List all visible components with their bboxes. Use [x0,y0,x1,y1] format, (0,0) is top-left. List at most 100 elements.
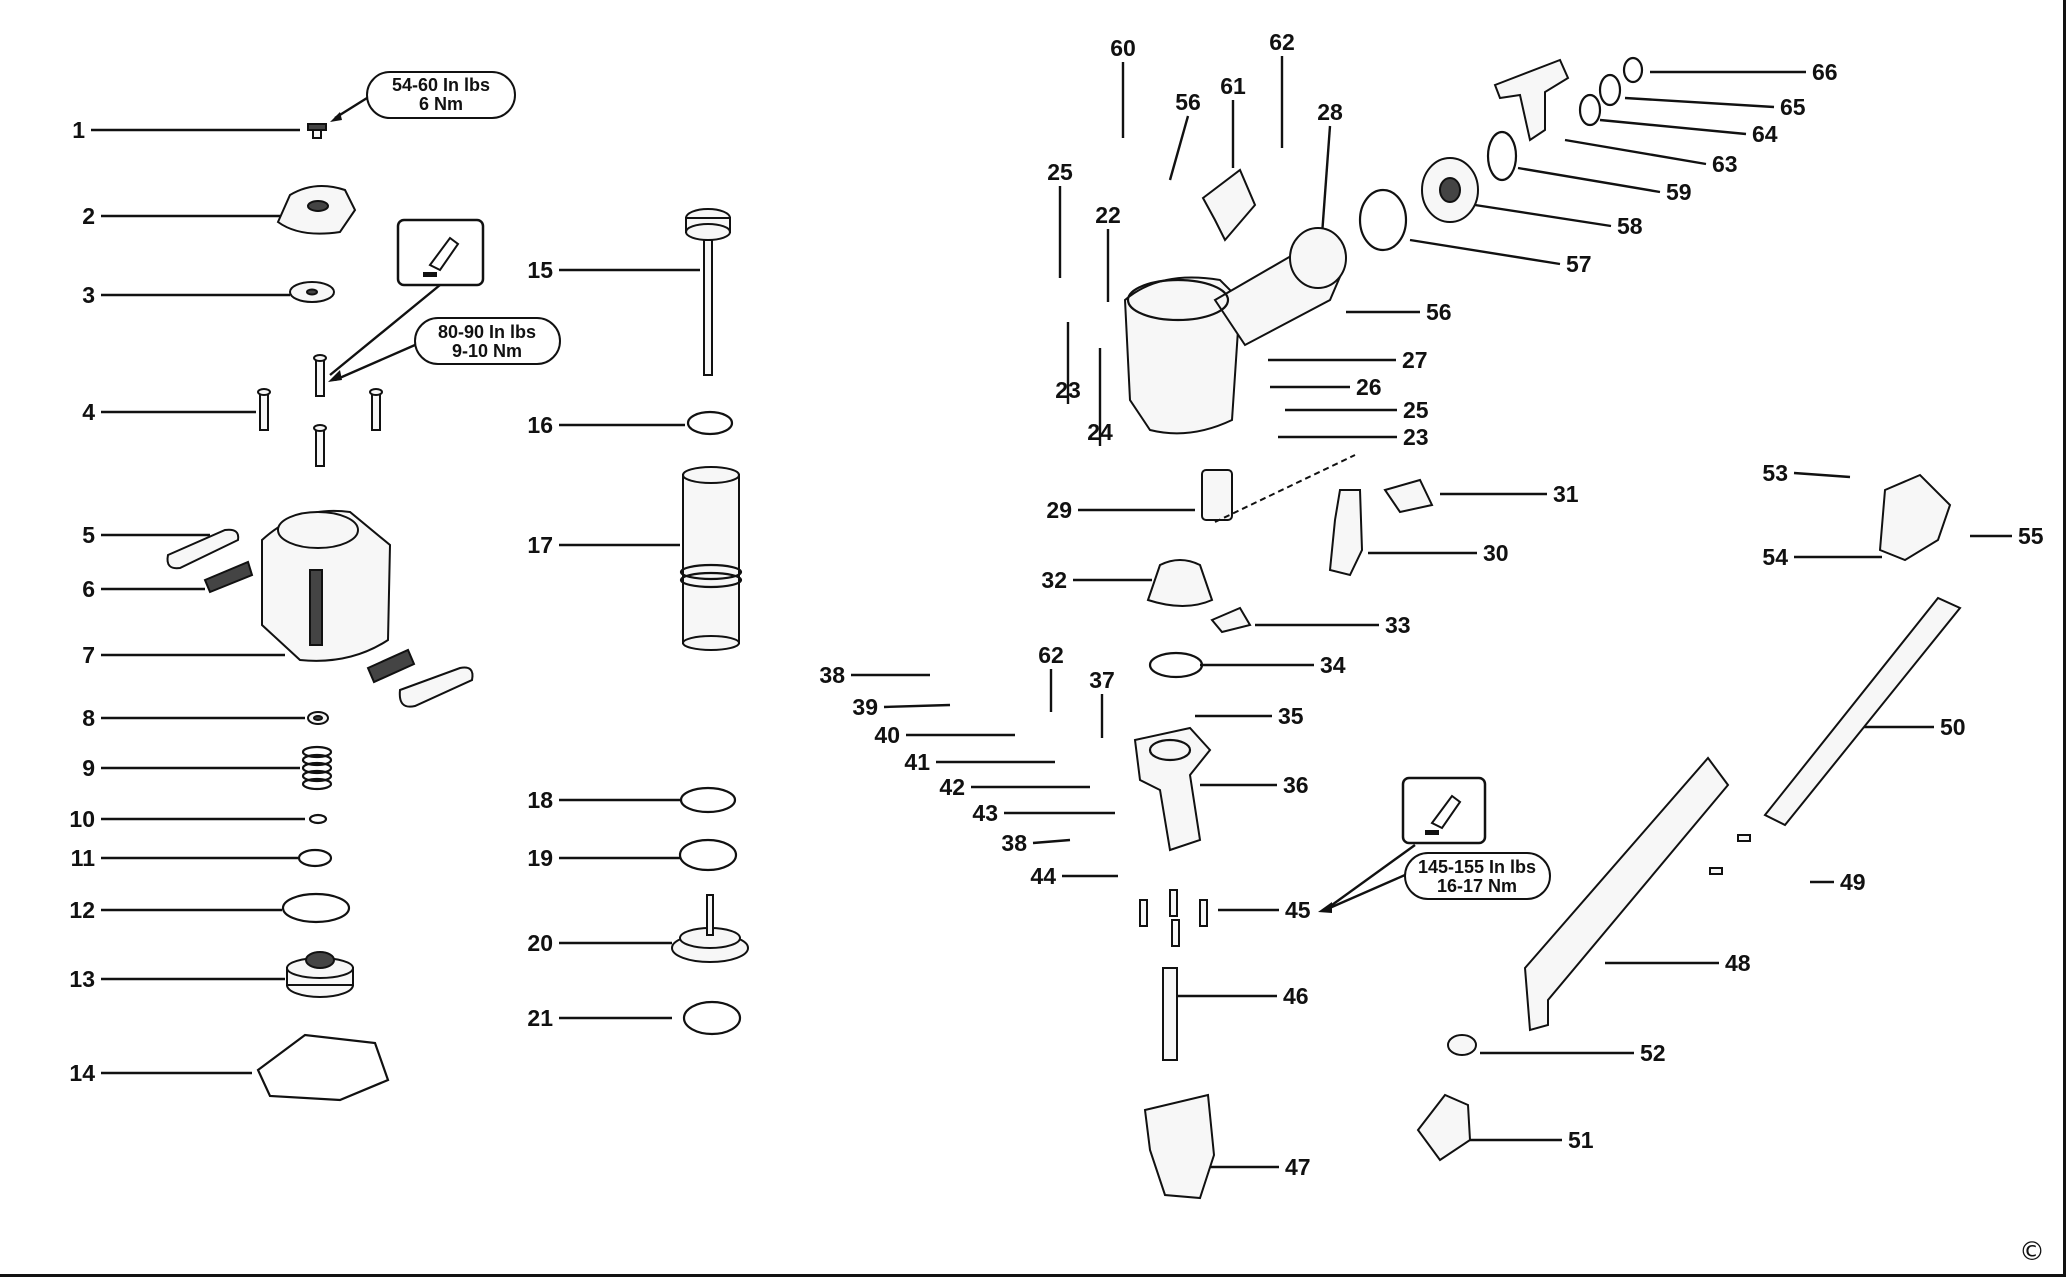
part-6-pad [203,560,254,594]
part-label-38: 38 [1001,830,1027,856]
part-21-oring [682,1000,742,1036]
part-17-cylinder [679,466,743,651]
part-label-35: 35 [1278,703,1304,729]
part-20-bumper-seat [671,894,749,963]
part-label-13: 13 [69,966,95,992]
part-48-magazine [1523,756,1730,1032]
leader-line-65 [1624,96,1775,109]
part-label-21: 21 [527,1005,553,1031]
leader-line-28 [1320,125,1332,236]
part-16-oring [686,410,734,436]
leader-line-56 [1168,115,1190,181]
part-label-40: 40 [874,722,900,748]
part-label-56: 56 [1175,89,1201,115]
part-label-27: 27 [1402,347,1428,373]
part-58-cap [1421,157,1479,223]
leader-line-59 [1517,166,1661,194]
leader-line-38 [1032,838,1071,845]
part-1-screw [307,123,327,139]
part-label-63: 63 [1712,151,1738,177]
part-9-spring [301,745,333,791]
part-label-55: 55 [2018,523,2044,549]
part-4-screws [257,354,383,467]
torque-1-line1: 54-60 In lbs [392,75,490,95]
part-label-46: 46 [1283,983,1309,1009]
part-labels: 1234567891011121314151617181920212225232… [69,29,2043,1180]
part-label-20: 20 [527,930,553,956]
part-label-31: 31 [1553,481,1579,507]
leader-lines [91,56,2012,1169]
part-13-piston [286,951,354,998]
part-label-32: 32 [1041,567,1067,593]
part-label-2: 2 [82,203,95,229]
part-label-37: 37 [1089,667,1115,693]
part-label-65: 65 [1780,94,1806,120]
leader-line-39 [883,703,951,709]
torque-bubble-3: 145-155 In lbs 16-17 Nm [1318,844,1551,913]
part-29-valve [1201,454,1356,523]
part-label-11: 11 [71,845,96,871]
part-31-lever [1383,478,1434,514]
leader-line-57 [1409,238,1561,266]
part-label-16: 16 [527,412,553,438]
part-label-7: 7 [82,642,95,668]
torque-1-line2: 6 Nm [419,94,463,114]
part-label-51: 51 [1568,1127,1594,1153]
thread-locker-icon-1 [396,218,485,287]
part-59-plate [1486,130,1518,182]
part-10-washer [308,813,328,825]
part-label-3: 3 [82,282,95,308]
part-30-trigger [1328,489,1364,577]
part-label-50: 50 [1940,714,1966,740]
part-label-6: 6 [82,576,95,602]
part-label-18: 18 [527,787,553,813]
torque-bubble-1: 54-60 In lbs 6 Nm [330,71,516,122]
part-label-48: 48 [1725,950,1751,976]
leader-line-58 [1474,203,1612,228]
part-label-66: 66 [1812,59,1838,85]
part-label-5: 5 [82,522,95,548]
part-19-oring [678,838,738,872]
part-label-57: 57 [1566,251,1592,277]
part-label-38: 38 [819,662,845,688]
part-54-end-cap [1878,473,1952,562]
part-label-23: 23 [1403,424,1429,450]
part-label-34: 34 [1320,652,1346,678]
part-28-housing [1123,227,1347,435]
part-label-58: 58 [1617,213,1643,239]
part-label-62: 62 [1038,642,1064,668]
part-label-19: 19 [527,845,553,871]
part-7-side-pads [366,648,474,708]
part-11-oring [297,848,333,868]
part-label-56: 56 [1426,299,1452,325]
part-label-47: 47 [1285,1154,1311,1180]
part-label-33: 33 [1385,612,1411,638]
part-33-clip [1210,606,1252,634]
part-label-29: 29 [1046,497,1072,523]
part-46-driver-guide [1162,967,1178,1061]
part-label-49: 49 [1840,869,1866,895]
part-12-oring [281,892,351,924]
part-label-25: 25 [1403,397,1429,423]
copyright-mark: © [2019,1237,2045,1267]
part-50-rail [1763,596,1962,827]
part-label-1: 1 [72,117,85,143]
part-label-54: 54 [1762,544,1788,570]
part-label-59: 59 [1666,179,1692,205]
leader-line-64 [1599,118,1747,136]
part-52-clip [1447,1034,1477,1056]
part-label-8: 8 [82,705,95,731]
part-36-nose [1133,726,1212,852]
thread-locker-icon-2 [1401,776,1487,845]
part-label-41: 41 [904,749,930,775]
part-14-gasket [256,1033,390,1102]
part-label-30: 30 [1483,540,1509,566]
part-47-nose-guard [1143,1093,1216,1200]
part-label-53: 53 [1762,460,1788,486]
part-label-17: 17 [527,532,553,558]
part-32-bumper [1146,559,1214,607]
part-18-oring [679,786,737,814]
part-label-62: 62 [1269,29,1295,55]
torque-bubble-2: 80-90 In lbs 9-10 Nm [328,284,561,382]
